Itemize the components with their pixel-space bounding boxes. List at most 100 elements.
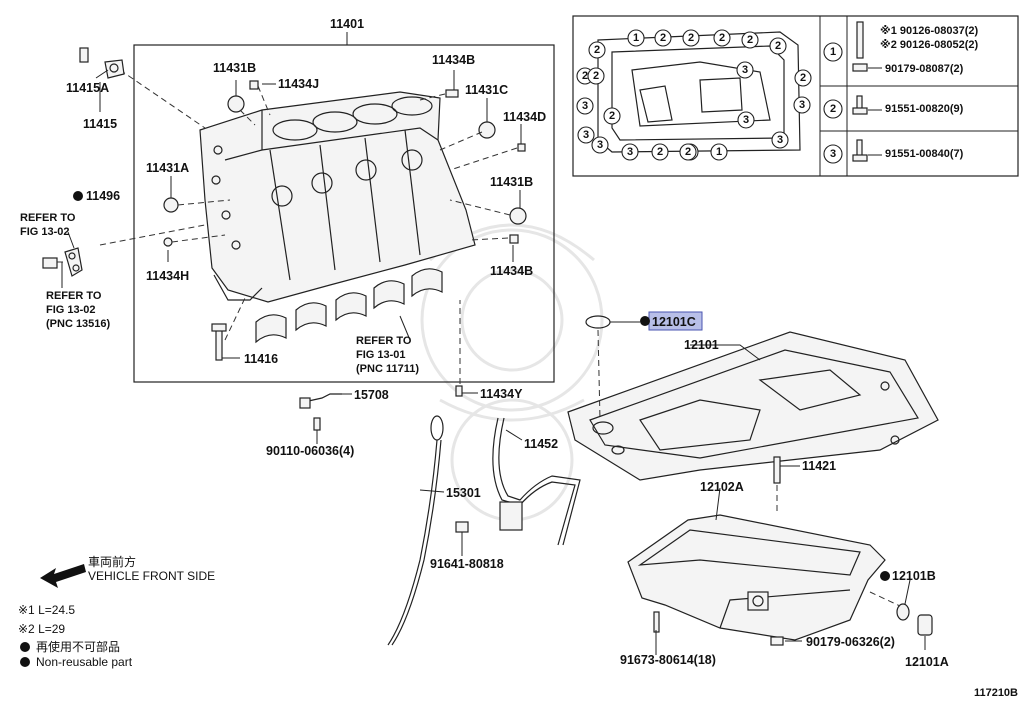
oil-jet-parts bbox=[79, 47, 125, 79]
inset-bolt-marker bbox=[794, 69, 812, 87]
legend-note2: ※2 L=29 bbox=[18, 622, 65, 636]
label-12102A: 12102A bbox=[700, 480, 744, 494]
inset-bolt-marker-label: 3 bbox=[743, 114, 749, 126]
inset-bolt-marker-label: 2 bbox=[657, 146, 663, 158]
inset-bolt-marker-label: 2 bbox=[582, 70, 588, 82]
bolt-table-line-1b: ※2 90126-08052(2) bbox=[880, 39, 978, 51]
label-11416: 11416 bbox=[244, 352, 278, 366]
bolt-table-line-3: 91551-00840(7) bbox=[885, 148, 964, 160]
bolt-table-icons: 1 2 3 bbox=[823, 21, 868, 164]
leader-lines bbox=[61, 69, 926, 655]
label-11434B-top: 11434B bbox=[432, 53, 475, 67]
inset-bolt-marker bbox=[737, 111, 755, 129]
inset-bolt-marker-label: 3 bbox=[777, 134, 783, 146]
ref1-line1: REFER TO bbox=[20, 212, 76, 224]
inset-bolt-marker-label: 2 bbox=[775, 40, 781, 52]
label-11434Y: 11434Y bbox=[480, 387, 523, 401]
inset-bolt-marker bbox=[588, 41, 606, 59]
stud-11421 bbox=[773, 456, 781, 484]
inset-bolt-marker bbox=[682, 29, 700, 47]
block-small-parts bbox=[163, 80, 527, 397]
inset-bolt-marker bbox=[576, 97, 594, 115]
inset-bolt-marker-label: 1 bbox=[716, 146, 722, 158]
inset-bolt-marker bbox=[587, 67, 605, 85]
ref3-line2: FIG 13-01 bbox=[356, 349, 406, 361]
front-direction-arrow-icon bbox=[40, 564, 86, 588]
nonreusable-markers bbox=[20, 191, 890, 667]
inset-bolt-marker bbox=[679, 143, 697, 161]
bolt-91673 bbox=[653, 611, 660, 633]
dipstick-guide-11452 bbox=[455, 417, 581, 546]
cylinder-block-group-box bbox=[133, 44, 555, 383]
label-12101C: 12101C bbox=[652, 315, 696, 329]
label-11452: 11452 bbox=[524, 437, 558, 451]
inset-bolt-marker-label: 3 bbox=[627, 146, 633, 158]
label-11434H: 11434H bbox=[146, 269, 189, 283]
nut-90179 bbox=[770, 636, 784, 646]
inset-bolt-marker-label: 3 bbox=[742, 64, 748, 76]
label-12101: 12101 bbox=[684, 338, 719, 352]
label-11434J: 11434J bbox=[278, 77, 319, 91]
label-90110: 90110-06036(4) bbox=[266, 444, 354, 458]
oil-pan-lower-drawing bbox=[627, 514, 886, 641]
inset-bolt-marker-label: 2 bbox=[660, 32, 666, 44]
inset-bolt-marker bbox=[793, 96, 811, 114]
legend-direction-jp: 車両前方 bbox=[88, 554, 136, 569]
label-91673: 91673-80614(18) bbox=[620, 653, 716, 667]
label-90179-06326: 90179-06326(2) bbox=[806, 635, 895, 649]
label-11431B-top: 11431B bbox=[213, 61, 256, 75]
label-11431B-right: 11431B bbox=[490, 175, 533, 189]
inset-bolt-marker bbox=[713, 29, 731, 47]
inset-bolt-marker bbox=[627, 29, 645, 47]
drain-plug-gasket bbox=[896, 603, 910, 621]
inset-bolt-marker-label: 2 bbox=[594, 44, 600, 56]
inset-bolt-marker-label: 3 bbox=[583, 129, 589, 141]
svg-text:1: 1 bbox=[830, 46, 836, 58]
legend-note1: ※1 L=24.5 bbox=[18, 603, 75, 617]
block-guide-lines bbox=[99, 69, 518, 384]
inset-bolt-marker-label: 1 bbox=[633, 32, 639, 44]
inset-bolt-marker-label: 3 bbox=[597, 139, 603, 151]
label-11415A: 11415A bbox=[66, 81, 109, 95]
legend-nonreusable-jp: 再使用不可部品 bbox=[36, 639, 120, 654]
inset-bolt-marker bbox=[769, 37, 787, 55]
label-11434D: 11434D bbox=[503, 110, 546, 124]
main-bearing-shells bbox=[255, 268, 443, 344]
inset-bolt-marker-label: 3 bbox=[582, 100, 588, 112]
label-15708: 15708 bbox=[354, 388, 389, 402]
label-12101A: 12101A bbox=[905, 655, 949, 669]
cylinder-block-drawing bbox=[199, 91, 476, 303]
ref2-line3: (PNC 13516) bbox=[46, 318, 111, 330]
inset-bolt-marker bbox=[577, 126, 595, 144]
label-11421: 11421 bbox=[802, 459, 836, 473]
inset-bolt-marker-label: 2 bbox=[685, 146, 691, 158]
svg-text:2: 2 bbox=[830, 103, 836, 115]
inset-bolt-marker bbox=[736, 61, 754, 79]
bolt-table-line-1c: 90179-08087(2) bbox=[885, 63, 964, 75]
bolt-table-line-1a: ※1 90126-08037(2) bbox=[880, 25, 978, 37]
label-15301: 15301 bbox=[446, 486, 481, 500]
gasket-ring bbox=[585, 315, 611, 329]
label-91641: 91641-80818 bbox=[430, 557, 504, 571]
inset-bolt-marker bbox=[591, 136, 609, 154]
label-12101B: 12101B bbox=[892, 569, 936, 583]
oil-pan-upper-drawing bbox=[567, 331, 939, 481]
label-11496: 11496 bbox=[86, 189, 120, 203]
inset-bolt-marker bbox=[771, 131, 789, 149]
bolt-layout-inset-box bbox=[572, 15, 1019, 177]
inset-bolt-marker-label: 2 bbox=[800, 72, 806, 84]
legend-direction-en: VEHICLE FRONT SIDE bbox=[88, 569, 215, 583]
label-11431A: 11431A bbox=[146, 161, 189, 175]
inset-bolt-marker-label: 2 bbox=[719, 32, 725, 44]
inset-bolt-marker bbox=[654, 29, 672, 47]
inset-bolt-marker-label: 2 bbox=[593, 70, 599, 82]
inset-bolt-marker bbox=[621, 143, 639, 161]
inset-bolt-marker-label: 2 bbox=[747, 34, 753, 46]
ref3-line3: (PNC 11711) bbox=[356, 363, 419, 375]
ref2-line1: REFER TO bbox=[46, 290, 102, 302]
dipstick-15301 bbox=[387, 415, 444, 646]
inset-bolt-marker bbox=[603, 107, 621, 125]
inset-bolt-marker bbox=[651, 143, 669, 161]
inset-bolt-marker-label: 2 bbox=[688, 32, 694, 44]
